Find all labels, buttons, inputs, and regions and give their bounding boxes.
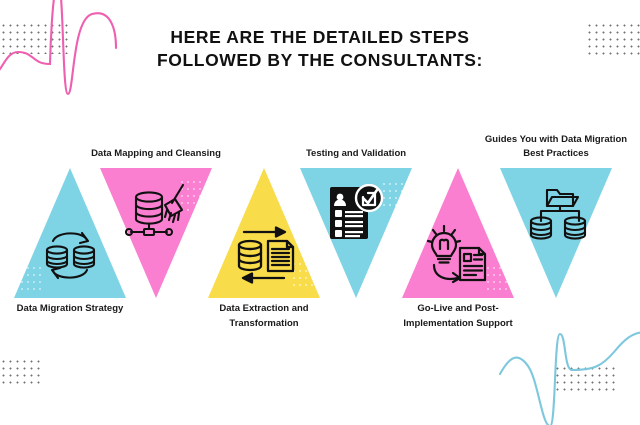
folder-databases-icon [525, 184, 587, 242]
step-3-label: Data Extraction and Transformation [219, 303, 309, 329]
step-4-icon-wrap [300, 182, 412, 244]
checklist-verified-icon [330, 184, 385, 239]
step-5-icon-wrap [402, 224, 514, 286]
database-broom-icon [125, 183, 187, 243]
step-5-label: Go-Live and Post-Implementation Support [403, 303, 513, 329]
step-6[interactable]: Guides You with Data Migration Best Prac… [485, 134, 627, 298]
database-sync-icon [39, 226, 101, 284]
step-1-icon-wrap [14, 224, 126, 286]
step-6-icon-wrap [500, 182, 612, 244]
step-4[interactable]: Testing and Validation [300, 148, 412, 298]
step-2-icon-wrap [100, 182, 212, 244]
triangle-down-blue-last [500, 168, 612, 298]
step-3[interactable]: Data Extraction and Transformation [208, 168, 320, 329]
step-5[interactable]: Go-Live and Post-Implementation Support [402, 168, 514, 329]
step-6-label: Guides You with Data Migration Best Prac… [484, 133, 628, 160]
step-2-label: Data Mapping and Cleansing [91, 148, 221, 160]
page-title: HERE ARE THE DETAILED STEPS FOLLOWED BY … [157, 27, 483, 71]
step-4-label: Testing and Validation [305, 148, 407, 160]
database-document-transfer-icon [232, 226, 296, 284]
lightbulb-document-icon [426, 225, 490, 285]
step-1-label: Data Migration Strategy [16, 303, 124, 314]
step-2[interactable]: Data Mapping and Cleansing [91, 148, 221, 298]
step-1[interactable]: Data Migration Strategy [14, 168, 126, 314]
step-3-icon-wrap [208, 224, 320, 286]
